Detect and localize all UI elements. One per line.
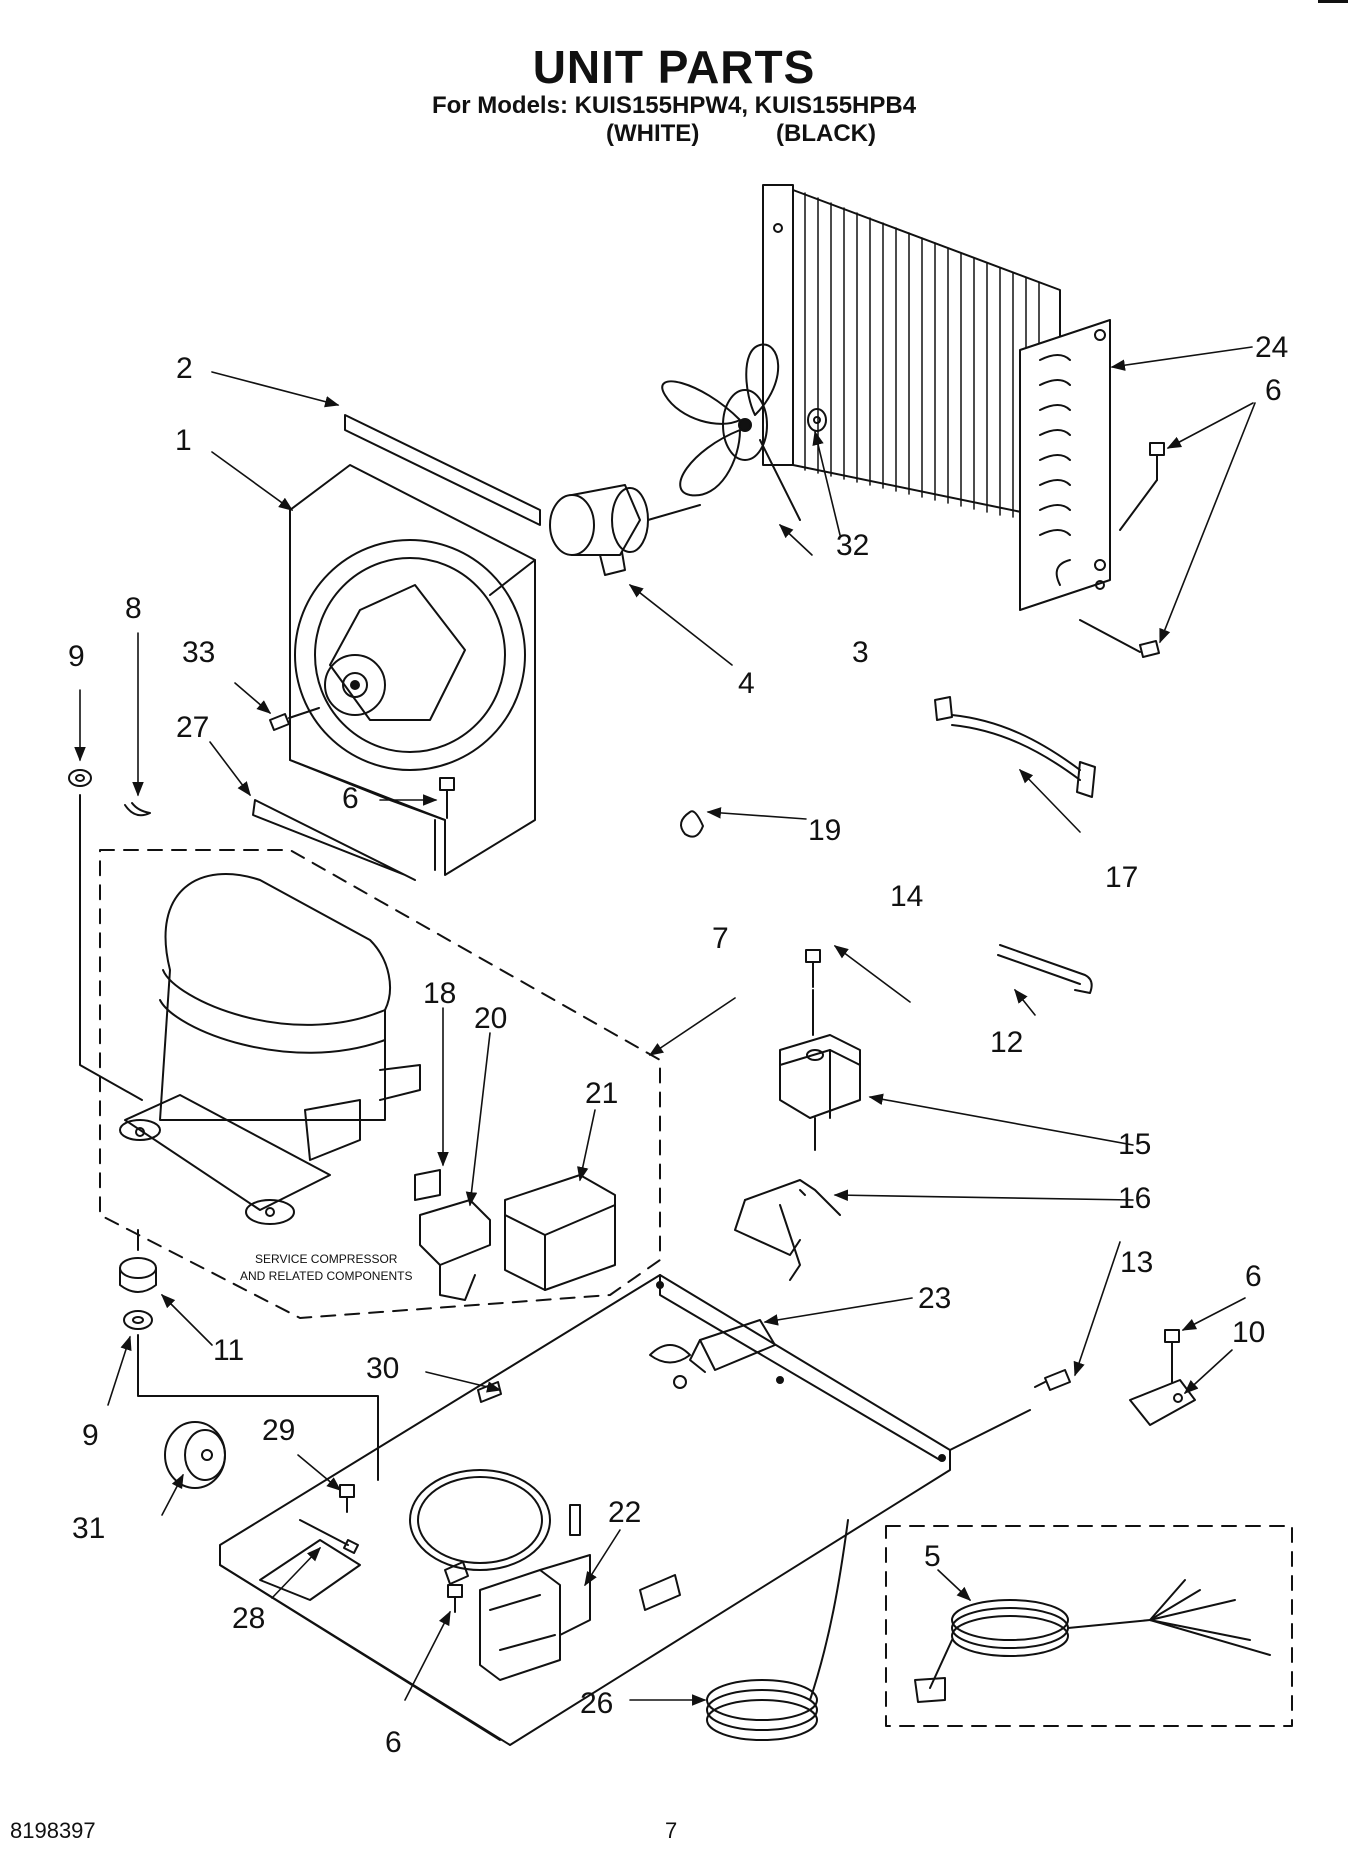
callout-31: 31 [72, 1512, 105, 1545]
page-number: 7 [665, 1818, 678, 1843]
callout-labels: 1 2 3 4 5 6 6 6 6 7 8 9 9 10 11 12 13 14… [68, 331, 1288, 1759]
callout-10: 10 [1232, 1316, 1265, 1349]
callout-20: 20 [474, 1002, 507, 1035]
solenoid-coil-15 [779, 1034, 861, 1151]
callout-7: 7 [712, 922, 729, 955]
variant-black-label: (BLACK) [776, 120, 876, 147]
clamp-19 [680, 810, 704, 838]
callout-16: 16 [1118, 1182, 1151, 1215]
capillary-26 [706, 1519, 849, 1741]
foot-31 [164, 1421, 226, 1489]
corner-mark [1318, 0, 1348, 3]
fan-shroud-part [289, 464, 536, 876]
leader-13-line [949, 1409, 1031, 1451]
shroud-bracket-27 [252, 799, 416, 881]
fan-motor-part [549, 484, 701, 576]
callout-13: 13 [1120, 1246, 1153, 1279]
leader-arrows [74, 346, 1256, 1706]
doc-number: 8198397 [10, 1818, 96, 1843]
leader-9 [79, 794, 143, 1101]
base-pan-part [219, 1274, 951, 1746]
clip-8 [124, 802, 151, 817]
callout-15: 15 [1118, 1128, 1151, 1161]
callout-4: 4 [738, 667, 755, 700]
screw-6-shroud [439, 777, 455, 819]
variant-white-label: (WHITE) [606, 120, 700, 147]
washer-32 [807, 408, 827, 432]
fan-blade-part [661, 343, 801, 521]
solenoid-valve-22 [479, 1554, 591, 1681]
callout-11: 11 [213, 1334, 244, 1367]
callout-22: 22 [608, 1496, 641, 1529]
models-line: For Models: KUIS155HPW4, KUIS155HPB4 [431, 92, 917, 119]
screw-33 [269, 707, 320, 731]
screw-14 [805, 949, 821, 1036]
relay-20 [419, 1199, 491, 1301]
cover-21 [504, 1174, 616, 1291]
bracket-16 [734, 1179, 841, 1281]
leader-9-bottom [137, 1334, 379, 1481]
screw-6-right [1164, 1329, 1180, 1383]
power-cord-part [914, 1579, 1271, 1703]
grommet-9-top [68, 769, 92, 787]
callout-6-base: 6 [385, 1726, 402, 1759]
callout-18: 18 [423, 977, 456, 1010]
callout-14: 14 [890, 880, 923, 913]
callout-33: 33 [182, 636, 215, 669]
grommet-9-bottom [123, 1310, 153, 1330]
screw-13 [1034, 1369, 1071, 1391]
callout-29: 29 [262, 1414, 295, 1447]
gasket-part [344, 414, 541, 526]
screw-6-condenser-top [1119, 442, 1165, 531]
power-cord-box [885, 1525, 1293, 1727]
callout-6-condenser: 6 [1265, 374, 1282, 407]
screw-6-condenser-bottom [1079, 619, 1160, 658]
callout-6-shroud: 6 [342, 782, 359, 815]
callout-12: 12 [990, 1026, 1023, 1059]
callout-30: 30 [366, 1352, 399, 1385]
callout-3: 3 [852, 636, 869, 669]
service-note-line1: SERVICE COMPRESSOR [255, 1252, 398, 1266]
screw-6-base [447, 1584, 463, 1613]
drier-23 [673, 1319, 776, 1389]
overload-18 [414, 1169, 441, 1201]
callout-8: 8 [125, 592, 142, 625]
page-title: UNIT PARTS [532, 41, 816, 93]
compressor-part [119, 873, 421, 1225]
callout-9-top: 9 [68, 640, 85, 673]
callout-26: 26 [580, 1687, 613, 1720]
tube-12 [997, 944, 1093, 994]
service-compressor-box [99, 849, 661, 1319]
callout-1: 1 [175, 424, 192, 457]
condenser-part [762, 184, 1111, 611]
callout-32: 32 [836, 529, 869, 562]
callout-5: 5 [924, 1540, 941, 1573]
callout-24: 24 [1255, 331, 1288, 364]
callout-9-bottom: 9 [82, 1419, 99, 1452]
callout-2: 2 [176, 352, 193, 385]
grommet-11 [119, 1257, 157, 1293]
screw-29 [339, 1484, 355, 1513]
callout-6-right: 6 [1245, 1260, 1262, 1293]
screw-28 [299, 1519, 359, 1554]
callout-21: 21 [585, 1077, 618, 1110]
callout-28: 28 [232, 1602, 265, 1635]
clamp-10 [1129, 1379, 1196, 1426]
harness-17 [934, 696, 1096, 798]
callout-23: 23 [918, 1282, 951, 1315]
callout-17: 17 [1105, 861, 1138, 894]
service-note-line2: AND RELATED COMPONENTS [240, 1269, 412, 1283]
callout-27: 27 [176, 711, 209, 744]
callout-19: 19 [808, 814, 841, 847]
